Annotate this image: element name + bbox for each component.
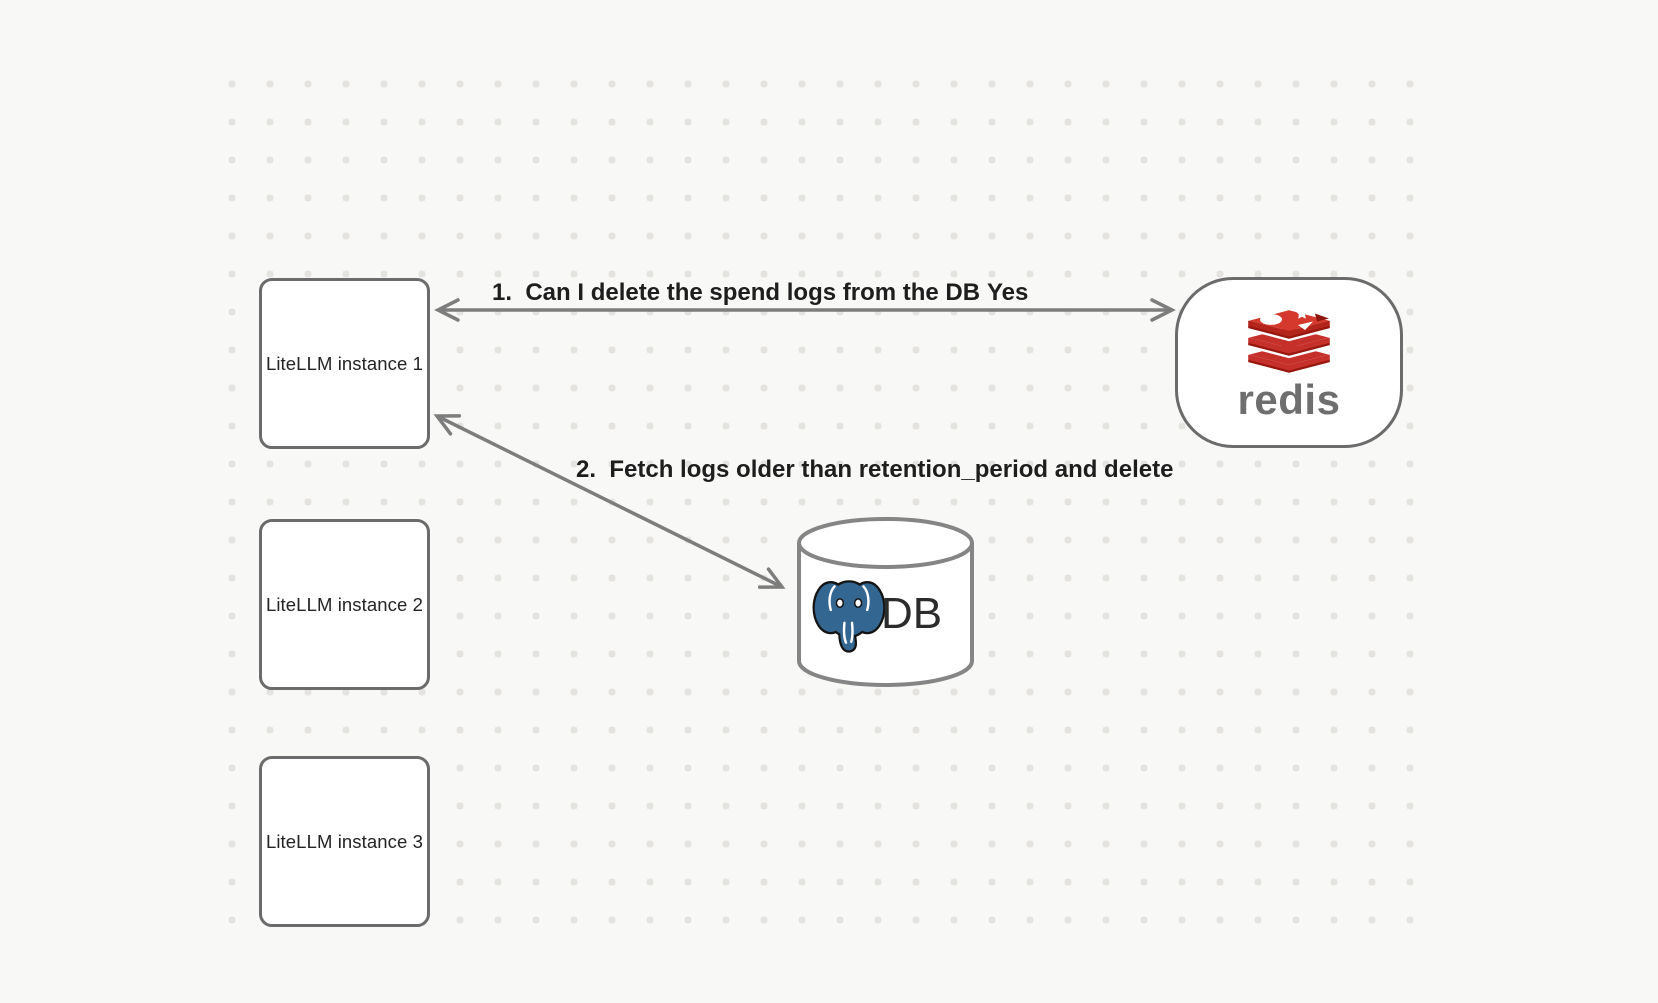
postgresql-elephant-icon [812, 580, 886, 653]
node-litellm-instance-2-label: LiteLLM instance 2 [265, 593, 424, 615]
redis-logo-icon [1247, 309, 1331, 376]
node-litellm-instance-3-label: LiteLLM instance 3 [265, 830, 424, 852]
node-litellm-instance-3: LiteLLM instance 3 [259, 756, 430, 927]
arrow-1-answer: Yes [987, 279, 1029, 306]
node-litellm-instance-2: LiteLLM instance 2 [259, 519, 430, 690]
node-litellm-instance-1-label: LiteLLM instance 1 [265, 352, 424, 374]
redis-wordmark: redis [1237, 376, 1341, 424]
node-litellm-instance-1: LiteLLM instance 1 [259, 278, 430, 449]
arrow-1-label: 1. Can I delete the spend logs from the … [492, 279, 981, 306]
node-redis: redis [1175, 277, 1403, 448]
arrow-2-label: 2. Fetch logs older than retention_perio… [576, 456, 1174, 483]
database-label: DB [881, 589, 943, 638]
